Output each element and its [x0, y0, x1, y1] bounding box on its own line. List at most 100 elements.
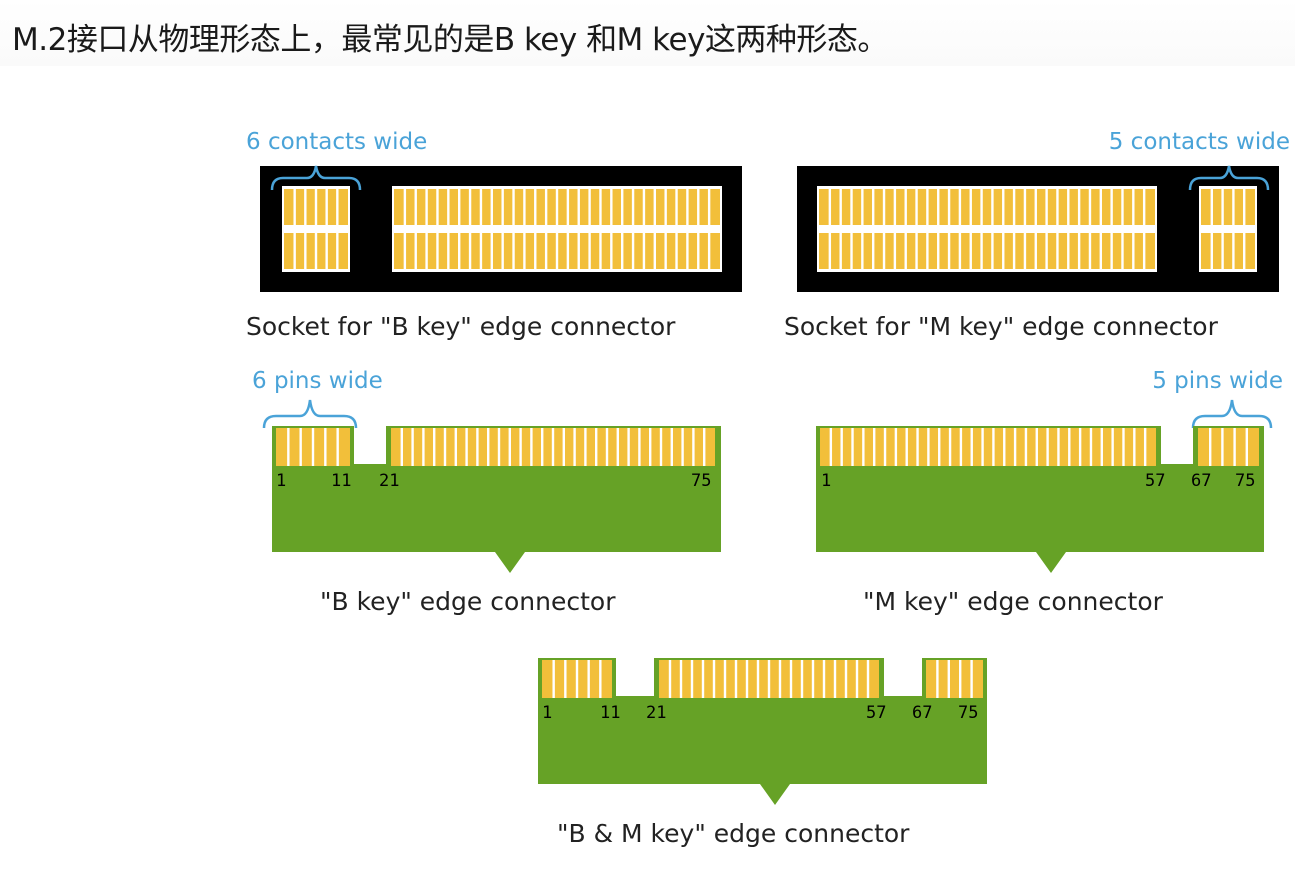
socket-m-left-contacts-upper-separator — [915, 189, 918, 225]
bm-pins-left-separator — [564, 660, 567, 698]
socket-b-right-contacts-upper-separator — [534, 189, 537, 225]
socket-b-left-contacts-lower-separator — [314, 233, 318, 269]
intro-bar: M.2接口从物理形态上，最常见的是B key 和M key这两种形态。 — [0, 0, 1295, 66]
socket-b-left-contacts-upper-separator — [325, 189, 328, 225]
socket-b-right-contacts-lower-separator — [436, 233, 439, 269]
b-pins-right-separator — [519, 428, 522, 466]
m-pins-left-separator — [1111, 428, 1114, 466]
socket-m-left-contacts-lower-separator — [947, 233, 951, 269]
bm-pins-mid-separator — [844, 660, 848, 698]
b-pin-label-21: 21 — [379, 471, 399, 491]
m-pins-left-separator — [1035, 428, 1038, 466]
b-pins-right-separator — [584, 428, 587, 466]
b-pins-right-separator — [400, 428, 403, 466]
socket-b-right-contacts-lower-separator — [707, 233, 711, 269]
b-pins-left-separator — [287, 428, 290, 466]
socket-m-left-contacts-upper-separator — [1002, 189, 1005, 225]
socket-b-right-contacts-upper-separator — [479, 189, 483, 225]
socket-b-right-contacts-upper-separator — [436, 189, 439, 225]
socket-b-right-contacts-upper-separator — [686, 189, 689, 225]
socket-m-left-contacts-upper-separator — [947, 189, 951, 225]
bm-pin-label-1: 1 — [542, 703, 552, 723]
m-pin-label-67: 67 — [1191, 471, 1211, 491]
bm-pins-right-block — [926, 660, 983, 698]
socket-m-right-contacts-lower-separator — [1221, 233, 1224, 269]
socket-m-left-contacts-lower-separator — [1056, 233, 1059, 269]
bm-pin-label-75: 75 — [958, 703, 978, 723]
socket-m-left-contacts-lower-separator — [1067, 233, 1070, 269]
socket-b-right-contacts-lower-separator — [534, 233, 537, 269]
socket-m-right-contacts-lower-block — [1201, 233, 1255, 269]
socket-m-left-contacts-upper-separator — [937, 189, 940, 225]
socket-m-left-contacts-lower-separator — [937, 233, 940, 269]
b-connector-annotation: 6 pins wide — [252, 368, 383, 394]
socket-b-right-contacts-lower-separator — [653, 233, 656, 269]
socket-m-left-contacts-upper-separator — [1088, 189, 1092, 225]
socket-m-left-contacts-lower-separator — [861, 233, 864, 269]
bm-pins-mid-separator — [822, 660, 826, 698]
b-pins-right-separator — [465, 428, 468, 466]
b-pins-right-separator — [627, 428, 630, 466]
socket-b-right-contacts-lower-separator — [468, 233, 472, 269]
socket-m-right-contacts-upper-block — [1201, 189, 1255, 225]
b-pins-right-separator — [530, 428, 533, 466]
socket-b-right-contacts-lower-separator — [566, 233, 570, 269]
socket-b-right-contacts-lower-separator — [512, 233, 515, 269]
bm-pins-mid-separator — [712, 660, 716, 698]
socket-b-left-contacts-upper-separator — [336, 189, 339, 225]
b-pin-label-1: 1 — [276, 471, 286, 491]
socket-m-left-contacts-upper-separator — [904, 189, 907, 225]
b-pin-label-75: 75 — [691, 471, 711, 491]
m-connector-annotation: 5 pins wide — [1152, 368, 1283, 394]
socket-b-right-contacts-upper-separator — [555, 189, 559, 225]
b-pins-right-separator — [433, 428, 436, 466]
bm-pins-mid-separator — [701, 660, 705, 698]
socket-m-left-contacts-upper-separator — [1099, 189, 1103, 225]
socket-b-right-contacts-lower-separator — [664, 233, 667, 269]
b-pins-left-separator — [311, 428, 315, 466]
m-pins-left-separator — [1046, 428, 1049, 466]
socket-m-right-contacts-upper-separator — [1232, 189, 1235, 225]
socket-b-right-contacts-lower-separator — [642, 233, 646, 269]
socket-b-right-contacts-lower-separator — [523, 233, 526, 269]
bm-pin-label-67: 67 — [912, 703, 932, 723]
socket-m-right-contacts-lower-separator — [1243, 233, 1246, 269]
socket-b-right-contacts-lower-separator — [610, 233, 613, 269]
socket-b-right-contacts-upper-separator — [588, 189, 591, 225]
socket-m-left-contacts-lower-separator — [958, 233, 962, 269]
b-pins-left-separator — [336, 428, 339, 466]
socket-m-left-contacts-lower-separator — [1142, 233, 1146, 269]
socket-m-left-contacts-lower-separator — [980, 233, 983, 269]
socket-m-left-contacts-lower-separator — [1121, 233, 1124, 269]
socket-m-left-contacts-lower-separator — [1012, 233, 1016, 269]
socket-b-caption: Socket for "B key" edge connector — [246, 312, 676, 341]
socket-b-right-contacts-lower-separator — [631, 233, 635, 269]
bm-pins-right-separator — [970, 660, 973, 698]
socket-b-right-contacts-upper-separator — [707, 189, 711, 225]
bm-pins-mid-separator — [723, 660, 727, 698]
socket-m — [797, 166, 1279, 292]
b-pins-right-separator — [649, 428, 652, 466]
socket-b-right-contacts-upper-separator — [653, 189, 656, 225]
socket-m-annotation: 5 contacts wide — [1109, 129, 1290, 155]
socket-m-left-contacts-lower-separator — [1132, 233, 1135, 269]
m-pins-right-separator — [1233, 428, 1236, 466]
socket-m-left-contacts-upper-separator — [1132, 189, 1135, 225]
socket-b-right-contacts-upper-separator — [458, 189, 461, 225]
m-pins-left-separator — [883, 428, 887, 466]
m-pins-left-separator — [1024, 428, 1028, 466]
m-pins-left-separator — [905, 428, 908, 466]
socket-m-left-contacts-lower-separator — [1077, 233, 1081, 269]
m-pins-left-separator — [1057, 428, 1060, 466]
socket-b-contacts — [282, 186, 722, 272]
socket-b-right-contacts-lower-separator — [501, 233, 504, 269]
socket-m-left-contacts-upper-separator — [871, 189, 875, 225]
socket-m-left-contacts-upper-separator — [1067, 189, 1070, 225]
m-pins-left-separator — [970, 428, 973, 466]
b-pins-right-separator — [476, 428, 479, 466]
m-pins-left-separator — [1089, 428, 1093, 466]
m-pins-left-separator — [938, 428, 941, 466]
socket-b-right-contacts-upper-separator — [512, 189, 515, 225]
socket-b-right-contacts-lower-separator — [577, 233, 580, 269]
b-pins-right-separator — [681, 428, 684, 466]
